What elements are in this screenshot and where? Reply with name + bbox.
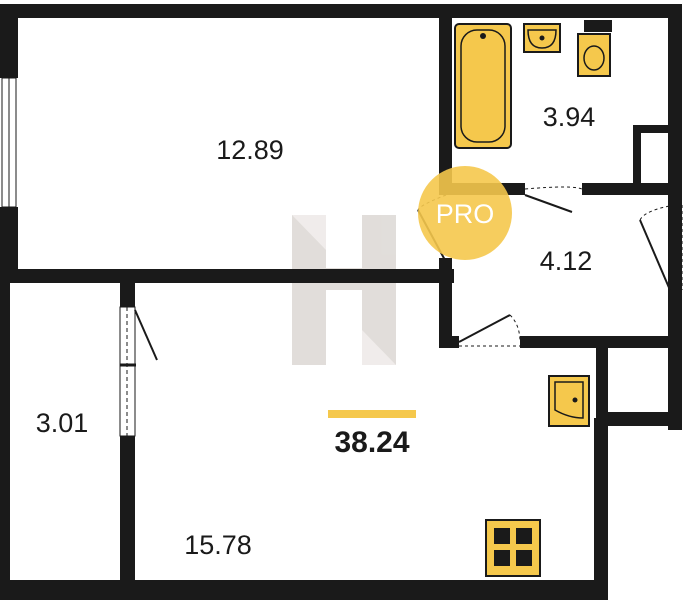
hallway-area: 4.12 xyxy=(540,246,593,276)
total-area: 38.24 xyxy=(334,426,409,459)
kitchen-living-area: 15.78 xyxy=(184,530,252,560)
stove-icon xyxy=(485,519,541,577)
bathroom-area: 3.94 xyxy=(543,102,596,132)
balcony-door xyxy=(119,306,158,437)
kitchen-sink-icon xyxy=(548,375,590,427)
total-area-bar xyxy=(328,410,416,418)
pro-badge-label: PRO xyxy=(436,199,495,229)
sink-icon xyxy=(523,23,561,53)
doors xyxy=(417,186,683,347)
bathtub-icon xyxy=(454,23,512,149)
window-left xyxy=(1,77,17,208)
toilet-icon xyxy=(577,20,612,77)
balcony-area: 3.01 xyxy=(36,408,89,438)
room-large-area: 12.89 xyxy=(216,135,284,165)
walls xyxy=(0,4,682,600)
watermark-logo xyxy=(292,215,396,365)
pro-badge: PRO xyxy=(418,166,512,260)
